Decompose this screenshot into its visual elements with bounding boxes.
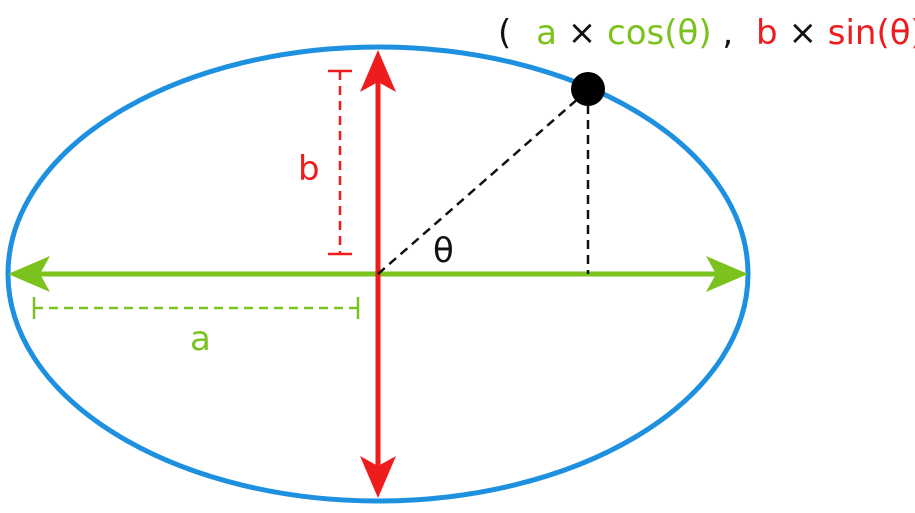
- major-axis-left-arrowhead: [8, 256, 50, 292]
- coord-open-paren: (: [498, 13, 511, 53]
- major-axis-right-arrowhead: [706, 256, 748, 292]
- coord-times-1: ×: [568, 13, 597, 53]
- minor-axis-bottom-arrowhead: [360, 456, 396, 498]
- ellipse-point: [571, 72, 605, 106]
- b-label: b: [298, 149, 320, 189]
- a-label: a: [190, 319, 211, 359]
- coord-cos: cos(θ): [607, 13, 712, 53]
- coord-b: b: [756, 13, 778, 53]
- coordinate-expression: ( a × cos(θ) , b × sin(θ) ): [498, 13, 915, 53]
- coord-times-2: ×: [788, 13, 817, 53]
- coord-sin: sin(θ): [828, 13, 915, 53]
- coord-comma: ,: [722, 13, 733, 53]
- minor-axis-top-arrowhead: [360, 50, 396, 92]
- coord-a: a: [536, 13, 557, 53]
- radius-dashed-line: [377, 89, 589, 275]
- theta-label: θ: [433, 231, 454, 271]
